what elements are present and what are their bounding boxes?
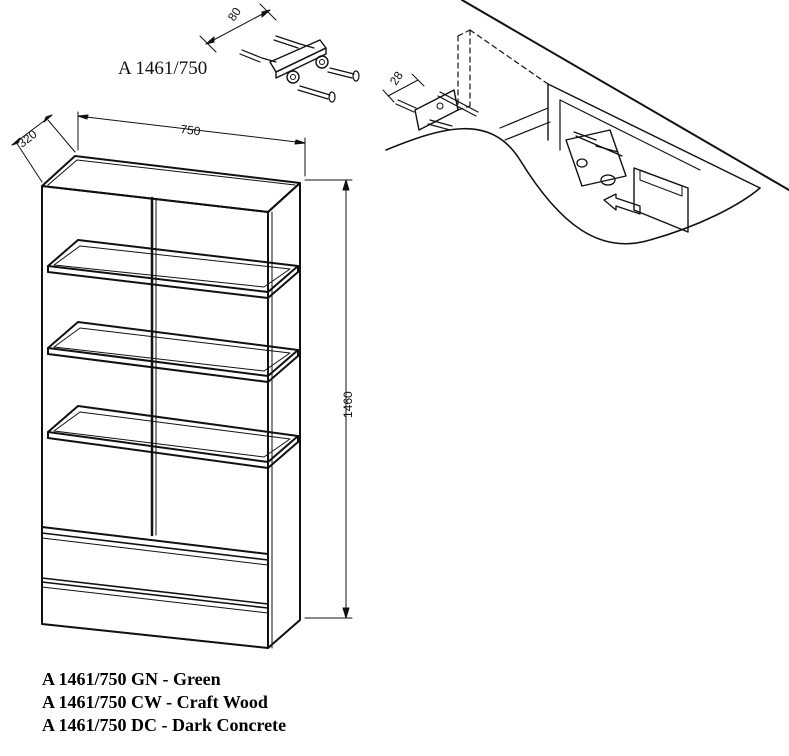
dimension-width: 750 [180, 122, 202, 138]
dimension-fitting-offset: 28 [387, 69, 406, 88]
cabinet [41, 155, 301, 649]
arrow-left-icon [603, 193, 641, 215]
variant-item: A 1461/750 DC - Dark Concrete [42, 715, 287, 735]
cabinet-side [267, 182, 301, 649]
variant-item: A 1461/750 GN - Green [42, 669, 221, 689]
wall-fitting-kit [199, 3, 479, 131]
dimension-height-line [304, 179, 353, 619]
shelf-2 [47, 321, 299, 383]
dimension-depth-line [11, 114, 76, 183]
dimension-fitting-spacing-line [199, 3, 277, 53]
dimension-fitting-spacing: 80 [225, 5, 244, 24]
drawer-lower [41, 581, 269, 649]
shelf-3 [47, 405, 299, 469]
model-label: A 1461/750 [118, 58, 208, 79]
dimension-width-line [77, 111, 306, 177]
variant-list: A 1461/750 GN - Green A 1461/750 CW - Cr… [42, 668, 286, 737]
shelf-1 [47, 239, 299, 299]
dimension-fitting-offset-line [382, 73, 425, 103]
drawer-upper [41, 532, 269, 605]
dimension-height: 1460 [341, 391, 355, 418]
variant-item: A 1461/750 CW - Craft Wood [42, 692, 268, 712]
hanging-detail [385, 0, 789, 245]
cabinet-top [41, 155, 301, 213]
